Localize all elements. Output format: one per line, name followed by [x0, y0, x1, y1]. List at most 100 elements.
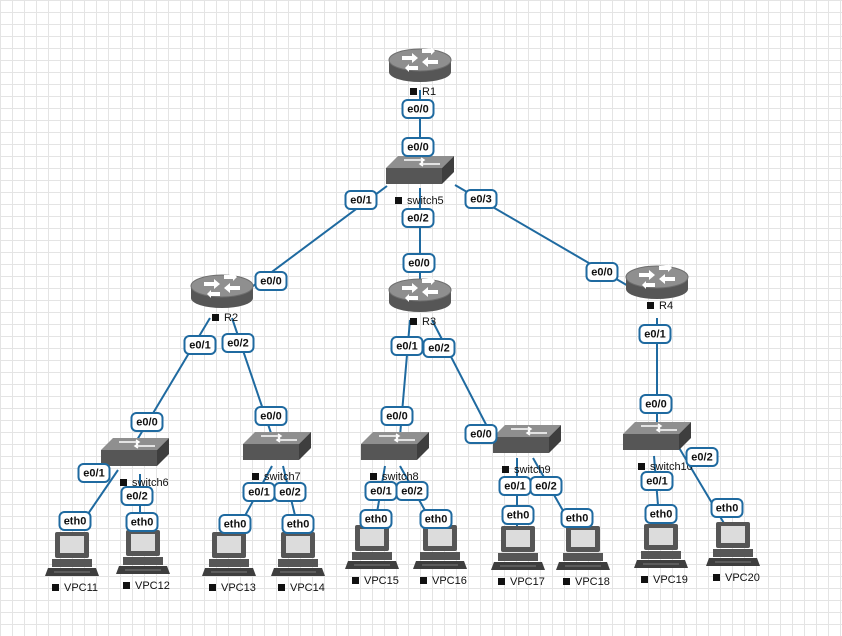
port-label-box	[77, 463, 111, 483]
port-label-R3-e0-1[interactable]: e0/1	[390, 336, 424, 356]
port-label-switch9-e0-2[interactable]: e0/2	[529, 476, 563, 496]
device-VPC16[interactable]: VPC16	[413, 525, 467, 587]
port-label-switch8-e0-0[interactable]: e0/0	[380, 406, 414, 426]
switch-front	[623, 434, 679, 450]
device-switch10[interactable]: switch10	[623, 422, 693, 473]
port-label-text: e0/2	[691, 452, 712, 464]
port-label-R1-e0-0[interactable]: e0/0	[401, 99, 435, 119]
device-R2[interactable]: R2	[190, 273, 254, 324]
port-label-VPC11-eth0[interactable]: eth0	[58, 511, 92, 531]
port-label-switch6-e0-1[interactable]: e0/1	[77, 463, 111, 483]
port-label-switch8-e0-1[interactable]: e0/1	[364, 481, 398, 501]
port-label-switch8-e0-2[interactable]: e0/2	[395, 481, 429, 501]
device-switch9[interactable]: switch9	[493, 425, 561, 476]
port-label-R2-e0-0[interactable]: e0/0	[254, 271, 288, 291]
device-VPC19[interactable]: VPC19	[634, 524, 688, 586]
switch-arrows-icon	[379, 433, 415, 443]
switch-top	[243, 432, 311, 444]
device-VPC18[interactable]: VPC18	[556, 526, 610, 588]
port-label-text: e0/1	[644, 329, 665, 341]
port-label-text: eth0	[131, 517, 154, 529]
device-VPC12[interactable]: VPC12	[116, 530, 170, 592]
port-label-text: eth0	[64, 516, 87, 528]
pc-screen	[428, 529, 452, 546]
port-label-switch5-e0-3[interactable]: e0/3	[464, 189, 498, 209]
switch-side	[299, 432, 311, 460]
port-label-switch5-e0-2[interactable]: e0/2	[401, 208, 435, 228]
switch-front	[361, 444, 417, 460]
port-label-switch6-e0-2[interactable]: e0/2	[120, 486, 154, 506]
pc-base	[563, 553, 603, 561]
port-label-box	[395, 481, 429, 501]
port-label-switch5-e0-0[interactable]: e0/0	[401, 137, 435, 157]
device-label: R3	[422, 316, 436, 328]
port-label-switch9-e0-0[interactable]: e0/0	[464, 424, 498, 444]
device-VPC13[interactable]: VPC13	[202, 532, 256, 594]
device-switch8[interactable]: switch8	[361, 432, 429, 483]
port-label-switch10-e0-2[interactable]: e0/2	[685, 447, 719, 467]
port-label-text: e0/2	[279, 487, 300, 499]
router-arrows-icon	[402, 47, 438, 72]
device-R4[interactable]: R4	[625, 264, 689, 312]
port-label-switch5-e0-1[interactable]: e0/1	[344, 190, 378, 210]
port-label-VPC17-eth0[interactable]: eth0	[501, 505, 535, 525]
port-label-R2-e0-1[interactable]: e0/1	[183, 335, 217, 355]
port-label-switch10-e0-0[interactable]: e0/0	[639, 394, 673, 414]
device-switch7[interactable]: switch7	[243, 432, 311, 483]
port-label-text: e0/1	[396, 341, 417, 353]
device-VPC15[interactable]: VPC15	[345, 525, 399, 587]
port-label-R3-e0-2[interactable]: e0/2	[422, 338, 456, 358]
switch-side	[417, 432, 429, 460]
port-label-box	[125, 512, 159, 532]
status-square-icon	[370, 473, 377, 480]
device-R3[interactable]: R3	[388, 277, 452, 328]
pc-base	[713, 549, 753, 557]
device-VPC11[interactable]: VPC11	[45, 532, 99, 594]
device-switch5[interactable]: switch5	[386, 156, 454, 207]
switch-side	[679, 422, 691, 450]
device-VPC14[interactable]: VPC14	[271, 532, 325, 594]
port-label-R4-e0-0[interactable]: e0/0	[585, 262, 619, 282]
device-VPC20[interactable]: VPC20	[706, 522, 760, 584]
device-label: switch9	[514, 464, 551, 476]
device-label: VPC16	[432, 575, 467, 587]
port-label-VPC19-eth0[interactable]: eth0	[644, 504, 678, 524]
port-label-VPC15-eth0[interactable]: eth0	[359, 509, 393, 529]
port-label-VPC18-eth0[interactable]: eth0	[560, 508, 594, 528]
port-label-switch7-e0-2[interactable]: e0/2	[273, 482, 307, 502]
port-label-VPC13-eth0[interactable]: eth0	[218, 514, 252, 534]
router-top	[388, 48, 452, 72]
port-label-VPC16-eth0[interactable]: eth0	[419, 509, 453, 529]
port-label-text: e0/2	[428, 343, 449, 355]
port-label-box	[585, 262, 619, 282]
port-label-R2-e0-2[interactable]: e0/2	[221, 333, 255, 353]
port-label-box	[130, 412, 164, 432]
pc-screen	[131, 534, 155, 551]
device-label: R4	[659, 300, 673, 312]
device-label: switch10	[650, 461, 693, 473]
port-label-switch10-e0-1[interactable]: e0/1	[640, 471, 674, 491]
status-square-icon	[410, 318, 417, 325]
device-label: VPC15	[364, 575, 399, 587]
port-label-switch9-e0-1[interactable]: e0/1	[498, 476, 532, 496]
port-label-switch7-e0-0[interactable]: e0/0	[254, 406, 288, 426]
port-label-VPC14-eth0[interactable]: eth0	[281, 514, 315, 534]
device-switch6[interactable]: switch6	[101, 438, 169, 489]
device-VPC17[interactable]: VPC17	[491, 526, 545, 588]
device-R1[interactable]: R1	[388, 47, 452, 98]
port-label-box	[254, 406, 288, 426]
port-label-box	[710, 498, 744, 518]
port-label-VPC20-eth0[interactable]: eth0	[710, 498, 744, 518]
port-label-VPC12-eth0[interactable]: eth0	[125, 512, 159, 532]
pc-screen	[721, 526, 745, 543]
pc-base	[420, 552, 460, 560]
port-label-switch6-e0-0[interactable]: e0/0	[130, 412, 164, 432]
port-label-box	[120, 486, 154, 506]
port-label-R4-e0-1[interactable]: e0/1	[638, 324, 672, 344]
port-label-switch7-e0-1[interactable]: e0/1	[242, 482, 276, 502]
port-label-text: eth0	[507, 510, 530, 522]
port-label-box	[422, 338, 456, 358]
port-label-R3-e0-0[interactable]: e0/0	[402, 253, 436, 273]
